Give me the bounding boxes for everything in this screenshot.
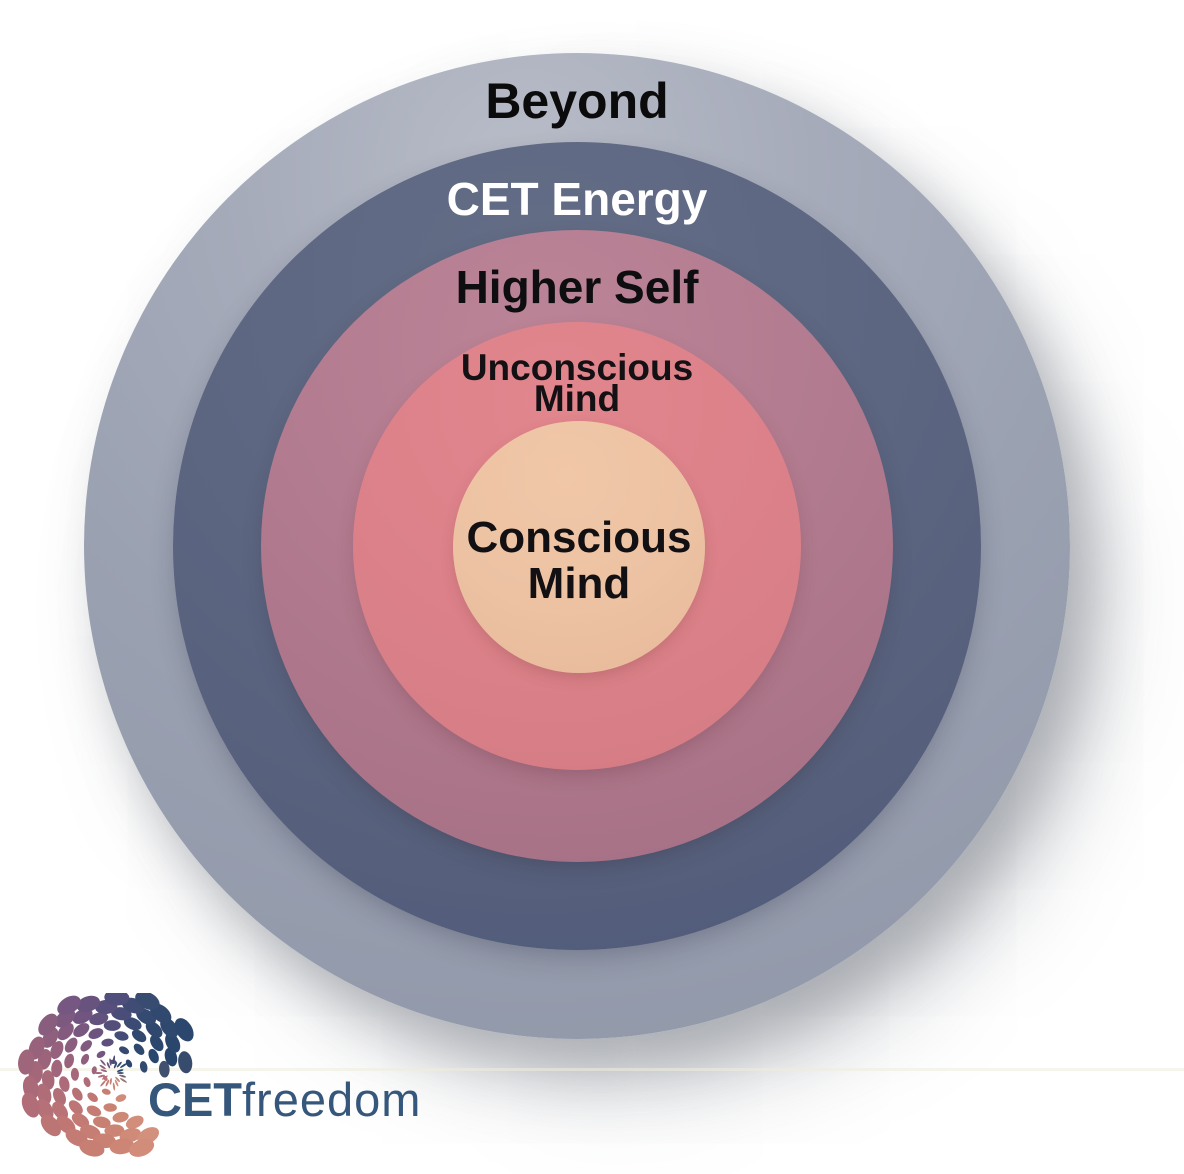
logo-text-freedom: freedom xyxy=(242,1073,422,1126)
ring-label-conscious-mind: Conscious Mind xyxy=(466,512,692,608)
ring-label-higher-self: Higher Self xyxy=(455,261,699,313)
ring-label-beyond: Beyond xyxy=(485,73,669,129)
logo-text-cet: CET xyxy=(148,1073,242,1126)
background-artifact-line xyxy=(0,1068,1184,1071)
ring-label-unconscious-line1: Unconscious xyxy=(460,347,694,388)
ring-label-unconscious-line2: Mind xyxy=(533,378,621,420)
ring-label-cet-energy: CET Energy xyxy=(446,173,708,225)
spiral-dots-logo-icon xyxy=(18,993,194,1157)
ring-label-conscious-line2: Mind xyxy=(527,559,631,608)
ring-label-unconscious-mind: Unconscious Mind xyxy=(460,347,694,420)
ring-label-conscious-line1: Conscious xyxy=(466,512,692,562)
ring-conscious-mind: Conscious Mind xyxy=(453,421,705,673)
